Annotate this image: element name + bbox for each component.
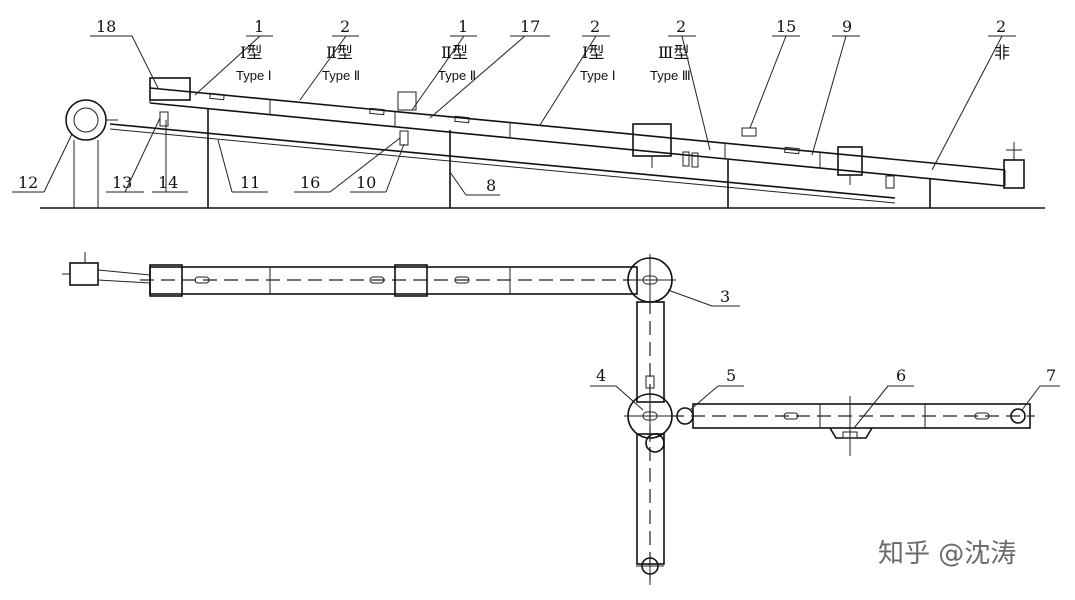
part-number: 3	[720, 287, 730, 306]
part-number: 13	[112, 173, 132, 192]
plan-junction-4	[624, 390, 676, 442]
type-label-cn: Ⅰ型	[582, 43, 604, 62]
part-number: 4	[596, 366, 606, 385]
part-number: 9	[842, 17, 852, 36]
section-type-labels: Ⅰ型 Type Ⅰ Ⅱ型 Type Ⅱ Ⅱ型 Type Ⅱ Ⅰ型 Type Ⅰ …	[236, 43, 1010, 83]
part-number: 2	[590, 17, 600, 36]
part-number: 17	[520, 17, 540, 36]
part-number: 16	[300, 173, 320, 192]
plan-right-run	[670, 396, 1035, 456]
plan-vertical-run	[636, 300, 665, 585]
part-number: 1	[458, 17, 468, 36]
plan-view	[62, 252, 1035, 585]
vent-fitting	[741, 127, 757, 137]
type-label-cn: Ⅰ型	[240, 43, 262, 62]
part-number: 2	[996, 17, 1006, 36]
type-label-en: Type Ⅱ	[438, 68, 476, 83]
type-label-en: Type Ⅲ	[650, 68, 691, 83]
head-box	[149, 77, 191, 101]
part-number: 7	[1046, 366, 1056, 385]
type-label-cn: Ⅲ型	[658, 43, 689, 62]
part-number: 15	[776, 17, 796, 36]
part-number: 10	[356, 173, 376, 192]
part-number: 12	[18, 173, 38, 192]
plan-leaders	[590, 289, 1060, 429]
part-number: 2	[676, 17, 686, 36]
fan	[65, 99, 118, 208]
type-label-en: Type Ⅰ	[236, 68, 272, 83]
inclined-trough	[149, 87, 1006, 187]
tail-feeder	[1003, 142, 1025, 189]
part-number: 18	[96, 17, 116, 36]
elevation-part-numbers: 18 1 2 1 17 2 2 15 9 2 12 13 14 11 16 10…	[18, 17, 1006, 195]
support-legs	[207, 108, 931, 208]
part-number: 2	[340, 17, 350, 36]
type-label-en: Type Ⅱ	[322, 68, 360, 83]
valve-box	[632, 123, 863, 185]
part-number: 1	[254, 17, 264, 36]
plan-main-run	[140, 264, 638, 297]
type-label-cn: Ⅱ型	[326, 43, 353, 62]
watermark: 知乎 @沈涛	[878, 539, 1016, 569]
part-number: 11	[240, 173, 260, 192]
elevation-leaders	[12, 35, 1016, 196]
part-number: 8	[486, 176, 496, 195]
return-air-pipe	[109, 123, 896, 204]
plan-fan	[62, 252, 151, 286]
riser-fitting	[397, 91, 417, 111]
plan-junction-3	[624, 254, 676, 306]
part-number: 14	[158, 173, 178, 192]
part-number: 6	[896, 366, 906, 385]
plan-part-numbers: 3 4 5 6 7	[596, 287, 1056, 385]
elevation-view	[40, 77, 1045, 209]
type-label-en: Type Ⅰ	[580, 68, 616, 83]
type-label-cn: 非	[994, 43, 1010, 62]
type-label-cn: Ⅱ型	[441, 43, 468, 62]
part-number: 5	[726, 366, 736, 385]
